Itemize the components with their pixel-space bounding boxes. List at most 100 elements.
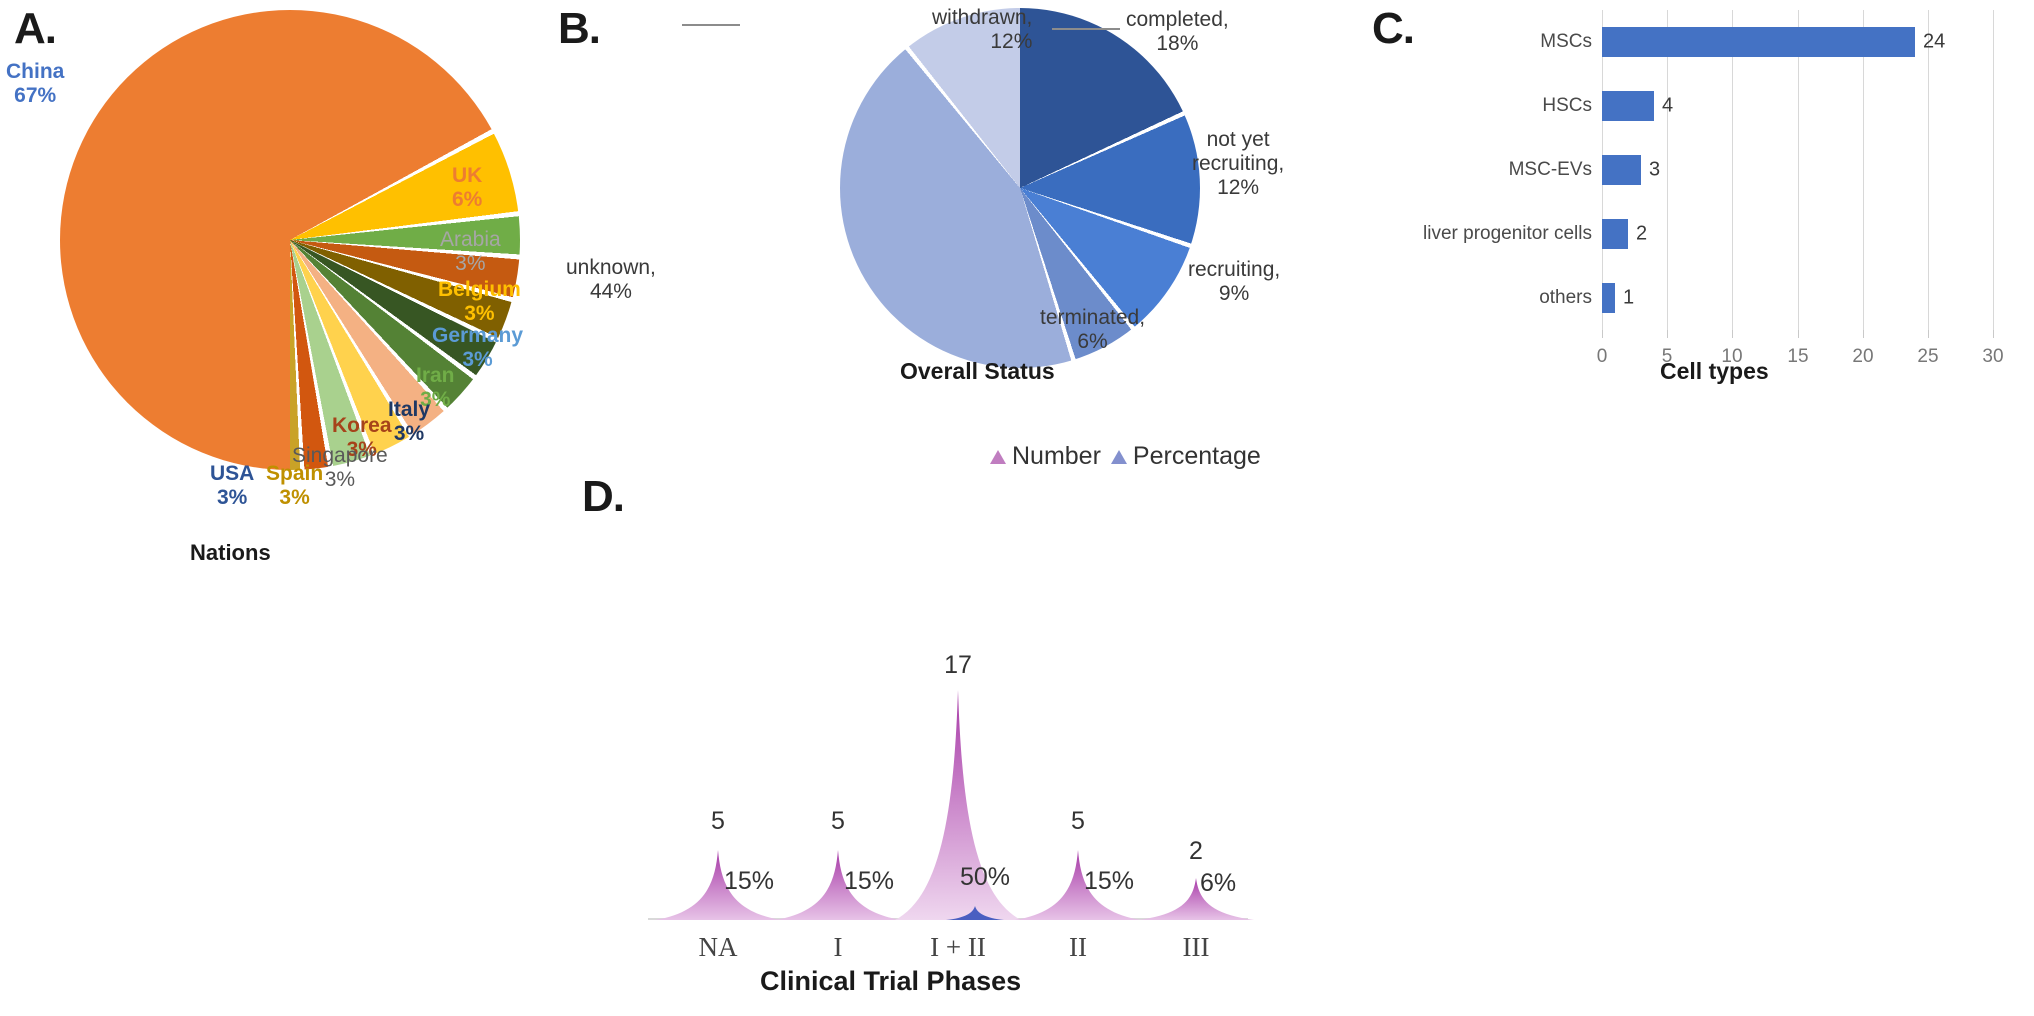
bar-value-label: 4 xyxy=(1662,94,1674,117)
panel-b-letter: B. xyxy=(558,4,601,53)
bar-category-label: MSCs xyxy=(1540,31,1592,52)
legend-label-number: Number xyxy=(1012,442,1101,470)
overall-status-pie-chart xyxy=(840,8,1200,368)
bar-category-label: HSCs xyxy=(1542,95,1592,116)
tickmark-0 xyxy=(1602,330,1603,338)
gridline-5 xyxy=(1667,10,1668,330)
table-row: HSCs 4 xyxy=(1542,74,1994,138)
panel-d-letter: D. xyxy=(582,472,625,521)
pie-label-uk: UK 6% xyxy=(452,164,483,211)
xaxis-category-label: I + II xyxy=(930,932,986,962)
legend-item-number: Number xyxy=(990,442,1101,471)
gridline-25 xyxy=(1928,10,1929,330)
xtick-label: 15 xyxy=(1787,346,1809,367)
value-label-percentage: 15% xyxy=(1084,867,1135,895)
clinical-phases-plot-area: 5 15% NA 5 15% I xyxy=(648,600,1254,962)
pie-label-singapore: Singapore 3% xyxy=(292,444,388,491)
pie-label-withdrawn: withdrawn, 12% xyxy=(932,6,1033,54)
value-label-percentage: 6% xyxy=(1200,869,1237,897)
pie-label-recruiting: recruiting, 9% xyxy=(1188,258,1281,306)
bar-category-label: others xyxy=(1539,287,1592,308)
xaxis-category-label: I xyxy=(833,932,843,962)
phase-group-ii: 5 15% II xyxy=(1008,600,1148,962)
spike-number-na xyxy=(655,850,781,920)
gridline-20 xyxy=(1863,10,1864,330)
spike-number-ii xyxy=(1015,850,1141,920)
tickmark-20 xyxy=(1863,330,1864,338)
pie-label-korea: Korea 3% xyxy=(332,414,392,461)
bar-liver-progenitor xyxy=(1602,219,1628,249)
pie-label-completed: completed, 18% xyxy=(1126,8,1229,56)
value-label-number: 17 xyxy=(944,651,972,679)
spike-number-iii xyxy=(1138,878,1254,920)
leader-line-completed xyxy=(1052,28,1120,30)
pie-label-china: China 67% xyxy=(6,60,65,107)
xaxis-category-label: III xyxy=(1182,932,1210,962)
gridline-30 xyxy=(1993,10,1994,330)
panel-b-overall-status-pie: B. completed, 18% withdrawn, 12% not yet… xyxy=(558,0,1360,420)
panel-a-letter: A. xyxy=(14,4,57,53)
gridline-15 xyxy=(1798,10,1799,330)
panel-a-nations-pie: A. China 67% UK 6% Arabia 3% Belgium 3% … xyxy=(0,0,700,600)
tickmark-15 xyxy=(1798,330,1799,338)
table-row: MSC-EVs 3 xyxy=(1509,138,1994,202)
xaxis-category-label: NA xyxy=(698,932,738,962)
xtick-label: 20 xyxy=(1852,346,1874,367)
pie-label-italy: Italy 3% xyxy=(388,398,431,445)
bar-category-label: MSC-EVs xyxy=(1508,159,1592,180)
bar-msc xyxy=(1602,27,1915,57)
pie-label-usa: USA 3% xyxy=(210,462,255,509)
pie-label-belgium: Belgium 3% xyxy=(438,278,521,325)
tickmark-10 xyxy=(1732,330,1733,338)
value-label-percentage: 15% xyxy=(844,867,895,895)
table-row: liver progenitor cells 2 xyxy=(1423,202,1994,266)
xtick-label: 25 xyxy=(1917,346,1939,367)
panel-a-axis-title: Nations xyxy=(190,540,271,565)
phase-group-i-ii: 17 50% I + II xyxy=(888,600,1028,962)
bar-value-label: 24 xyxy=(1923,30,1946,53)
value-label-number: 5 xyxy=(831,807,845,835)
table-row: others 1 xyxy=(1539,266,1994,330)
pie-label-iran: Iran 3% xyxy=(416,364,455,411)
pie-label-arabia: Arabia 3% xyxy=(440,228,501,275)
bar-value-label: 1 xyxy=(1623,286,1635,309)
bar-category-label: liver progenitor cells xyxy=(1423,223,1592,244)
xaxis-category-label: II xyxy=(1069,932,1087,962)
value-label-number: 2 xyxy=(1189,837,1203,865)
bar-hsc xyxy=(1602,91,1654,121)
panel-d-legend: Number Percentage xyxy=(990,442,1261,471)
spike-number-i xyxy=(775,850,901,920)
table-row: MSCs 24 xyxy=(1540,10,1994,74)
leader-line-withdrawn xyxy=(682,24,740,26)
xtick-label: 10 xyxy=(1721,346,1743,367)
value-label-percentage: 50% xyxy=(960,863,1011,891)
xtick-label: 30 xyxy=(1982,346,2004,367)
triangle-marker-icon xyxy=(1110,449,1127,464)
spike-number-i-ii xyxy=(895,690,1021,920)
xtick-label: 0 xyxy=(1596,346,1608,367)
panel-c-axis-title: Cell types xyxy=(1660,358,1769,384)
panel-b-axis-title: Overall Status xyxy=(900,358,1055,384)
spike-percentage-i-ii xyxy=(945,906,1004,920)
tickmark-5 xyxy=(1667,330,1668,338)
panel-d-clinical-trial-phases: D. Number Percentage 5 15% xyxy=(560,420,1320,1016)
legend-item-percentage: Percentage xyxy=(1110,442,1261,471)
panel-c-letter: C. xyxy=(1372,4,1415,53)
gridline-10 xyxy=(1732,10,1733,330)
value-label-percentage: 15% xyxy=(724,867,775,895)
tickmark-25 xyxy=(1928,330,1929,338)
value-label-number: 5 xyxy=(1071,807,1085,835)
legend-label-percentage: Percentage xyxy=(1132,442,1261,470)
triangle-marker-icon xyxy=(990,449,1006,464)
xtick-label: 5 xyxy=(1661,346,1673,367)
bar-msc-evs xyxy=(1602,155,1641,185)
pie-label-not-yet-recruiting: not yet recruiting, 12% xyxy=(1192,128,1285,200)
pie-label-spain: Spain 3% xyxy=(266,462,324,509)
bar-value-label: 2 xyxy=(1636,222,1648,245)
value-label-number: 5 xyxy=(711,807,725,835)
phase-group-na: 5 15% NA xyxy=(648,600,788,962)
bar-others xyxy=(1602,283,1615,313)
cell-types-plot-area: MSCs 24 HSCs 4 MSC-EVs 3 liver progenito… xyxy=(1423,10,2004,367)
pie-label-terminated: terminated, 6% xyxy=(1040,306,1146,354)
panel-c-cell-types-bar: C. MSCs 24 HSCs 4 MSC-EVs 3 liver progen… xyxy=(1360,0,2034,420)
